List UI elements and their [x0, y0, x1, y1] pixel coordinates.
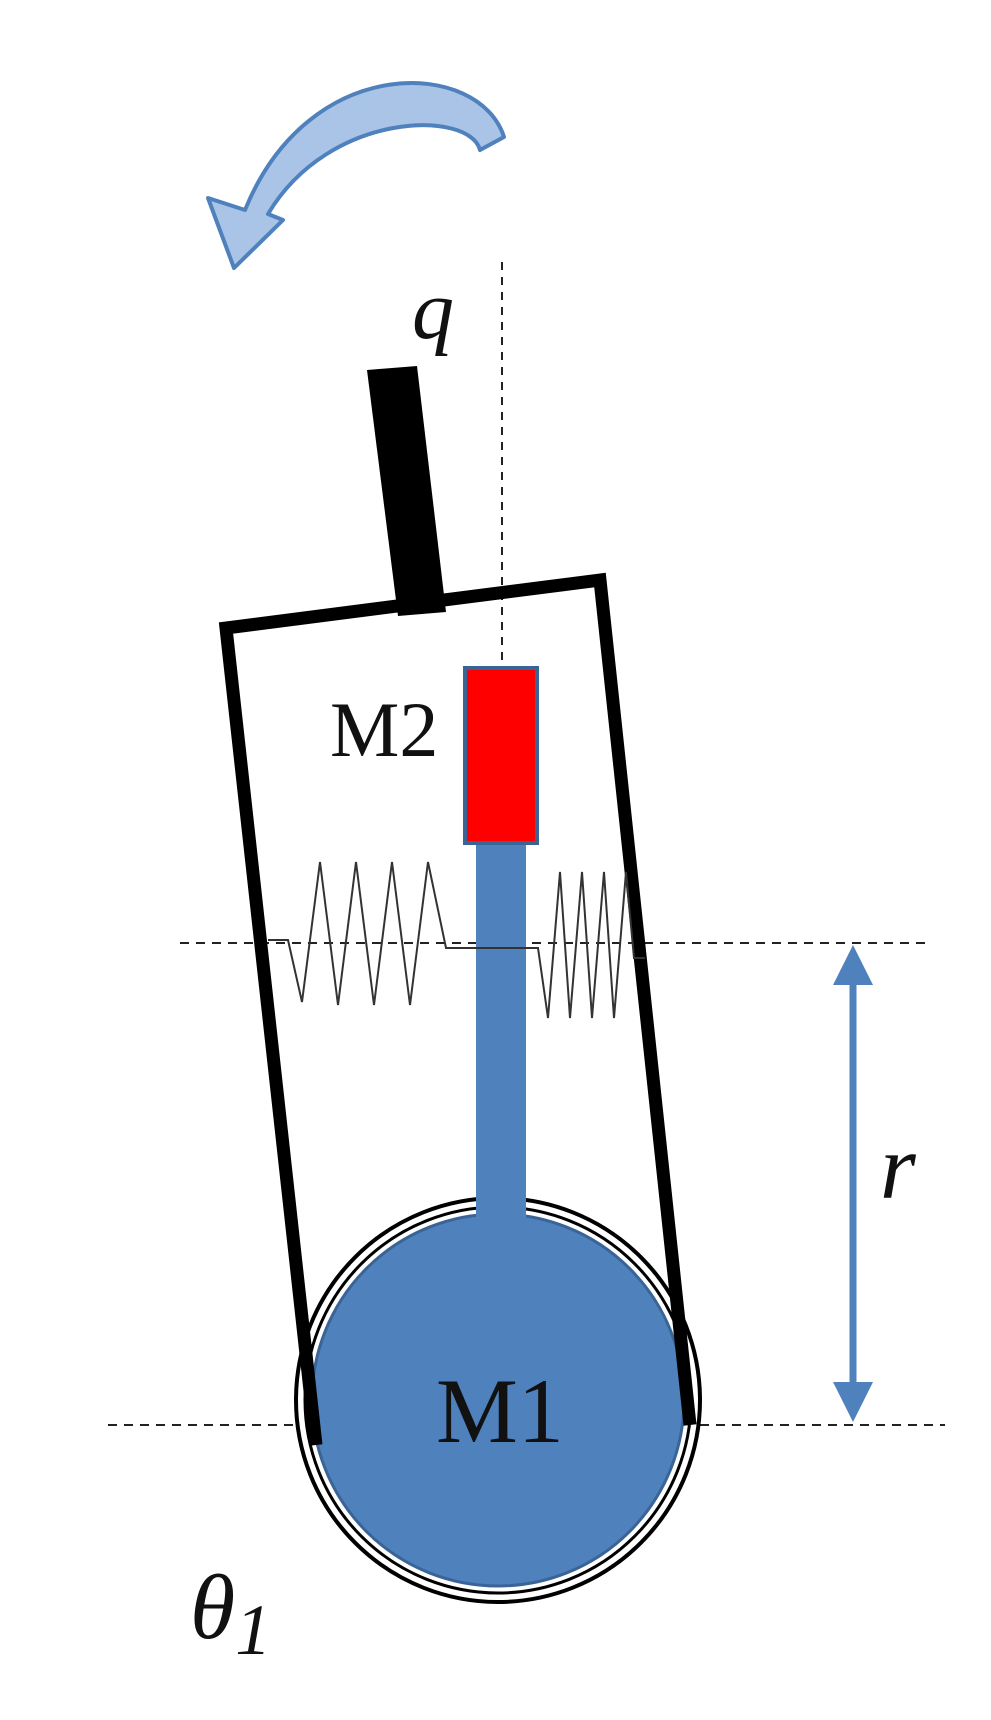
- wheel-m1: [294, 1196, 702, 1604]
- pendulum-frame: [218, 572, 697, 1446]
- rotation-arrow-icon: [206, 81, 506, 270]
- spring: [268, 861, 645, 1019]
- dimension-arrow-r: [833, 945, 873, 1422]
- angle-label: θ1: [190, 1556, 271, 1670]
- angle-subscript: 1: [235, 1590, 271, 1670]
- lower-mass-label: M1: [436, 1360, 564, 1462]
- handle-bar: [367, 366, 446, 616]
- rotation-arrow-shape: [206, 81, 506, 270]
- angle-symbol: θ: [190, 1556, 235, 1658]
- dimension-arrow-head-top: [833, 945, 873, 985]
- rotation-label: q: [412, 264, 454, 357]
- upper-mass-m2: [463, 666, 539, 845]
- connecting-rod: [476, 840, 526, 1220]
- dimension-arrow-head-bottom: [833, 1382, 873, 1422]
- distance-label: r: [880, 1116, 917, 1218]
- upper-mass-label: M2: [330, 686, 438, 773]
